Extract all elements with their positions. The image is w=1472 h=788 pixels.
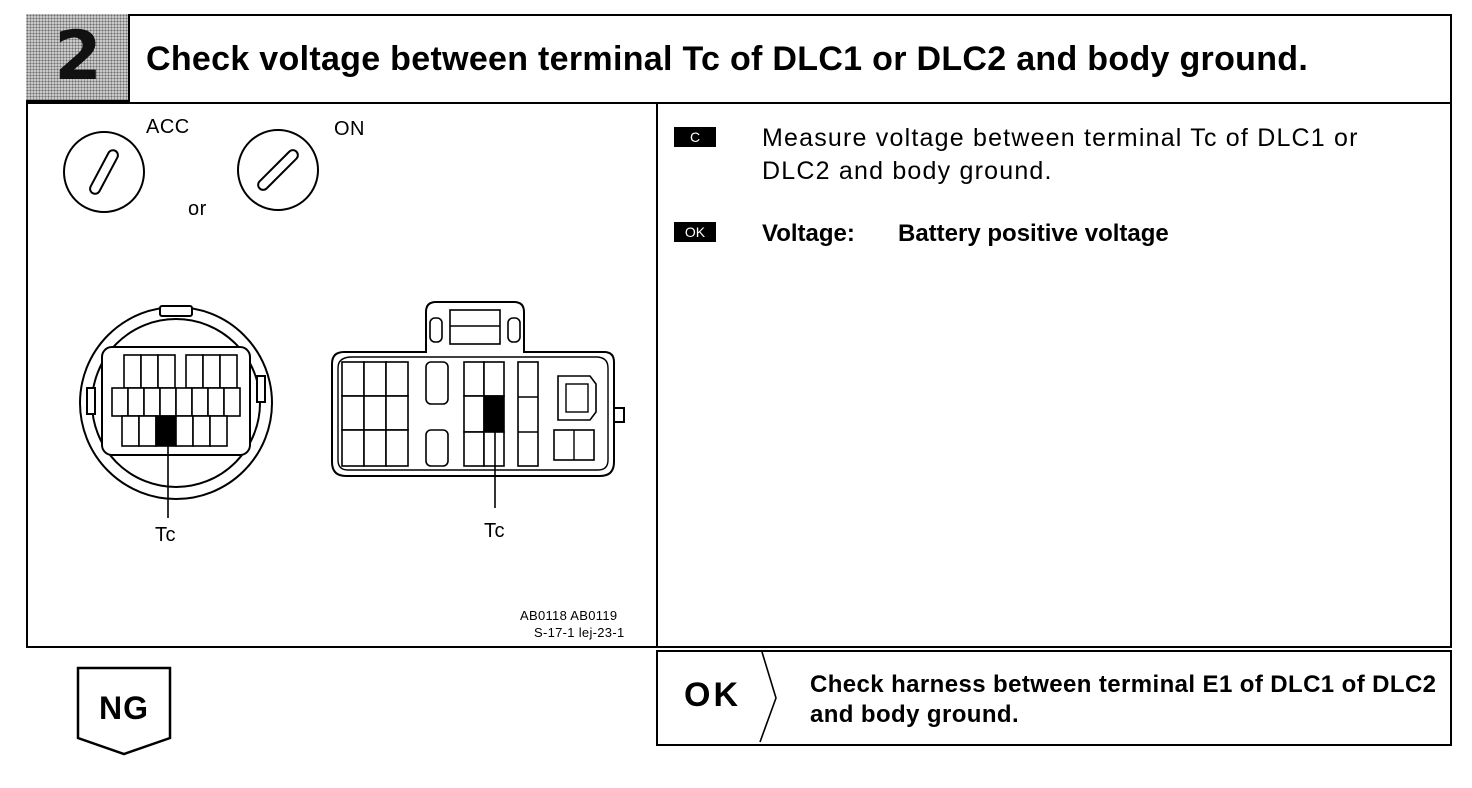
measure-instruction: Measure voltage between terminal Tc of D… [762, 124, 1359, 185]
ok-tag: OK [674, 222, 716, 242]
ok-result-label: OK [684, 676, 741, 714]
on-label: ON [334, 118, 365, 140]
dlc1-connector [79, 305, 273, 518]
or-label: or [188, 198, 207, 220]
dlc1-upper-terminals [123, 354, 238, 389]
dlc2-tc-label: Tc [484, 520, 505, 542]
step-number: 2 [54, 17, 101, 96]
dlc1-lower-terminals [121, 415, 228, 447]
dlc1-tc-label: Tc [155, 524, 176, 546]
procedure-frame [26, 14, 1452, 648]
acc-label: ACC [146, 116, 190, 138]
ignition-switch-acc-icon [63, 131, 145, 213]
check-tag: C [674, 127, 716, 147]
dlc2-connector [331, 301, 625, 508]
panel-divider [656, 104, 658, 648]
ok-chevron [759, 651, 777, 743]
voltage-value: Battery positive voltage [898, 220, 1169, 247]
dlc2-left-terminals [341, 361, 409, 467]
ng-shield [76, 666, 172, 756]
dlc2-tc-terminal [483, 395, 505, 433]
step-number-box: 2 [26, 14, 130, 102]
figure-code-line1: AB0118 AB0119 [520, 608, 618, 623]
header-divider [26, 102, 1452, 104]
ignition-switch-on-icon [237, 129, 319, 211]
dlc1-tc-terminal [155, 415, 177, 447]
dlc2-center-terminals [463, 361, 505, 467]
ok-result-action: Check harness between terminal E1 of DLC… [810, 671, 1437, 728]
step-title: Check voltage between terminal Tc of DLC… [146, 40, 1309, 78]
figure-code-line2: S-17-1 lej-23-1 [534, 625, 625, 640]
ng-result-label: NG [99, 690, 149, 726]
dlc1-middle-terminals [111, 387, 241, 417]
voltage-label: Voltage: [762, 220, 855, 247]
ok-result-box [656, 650, 1452, 746]
